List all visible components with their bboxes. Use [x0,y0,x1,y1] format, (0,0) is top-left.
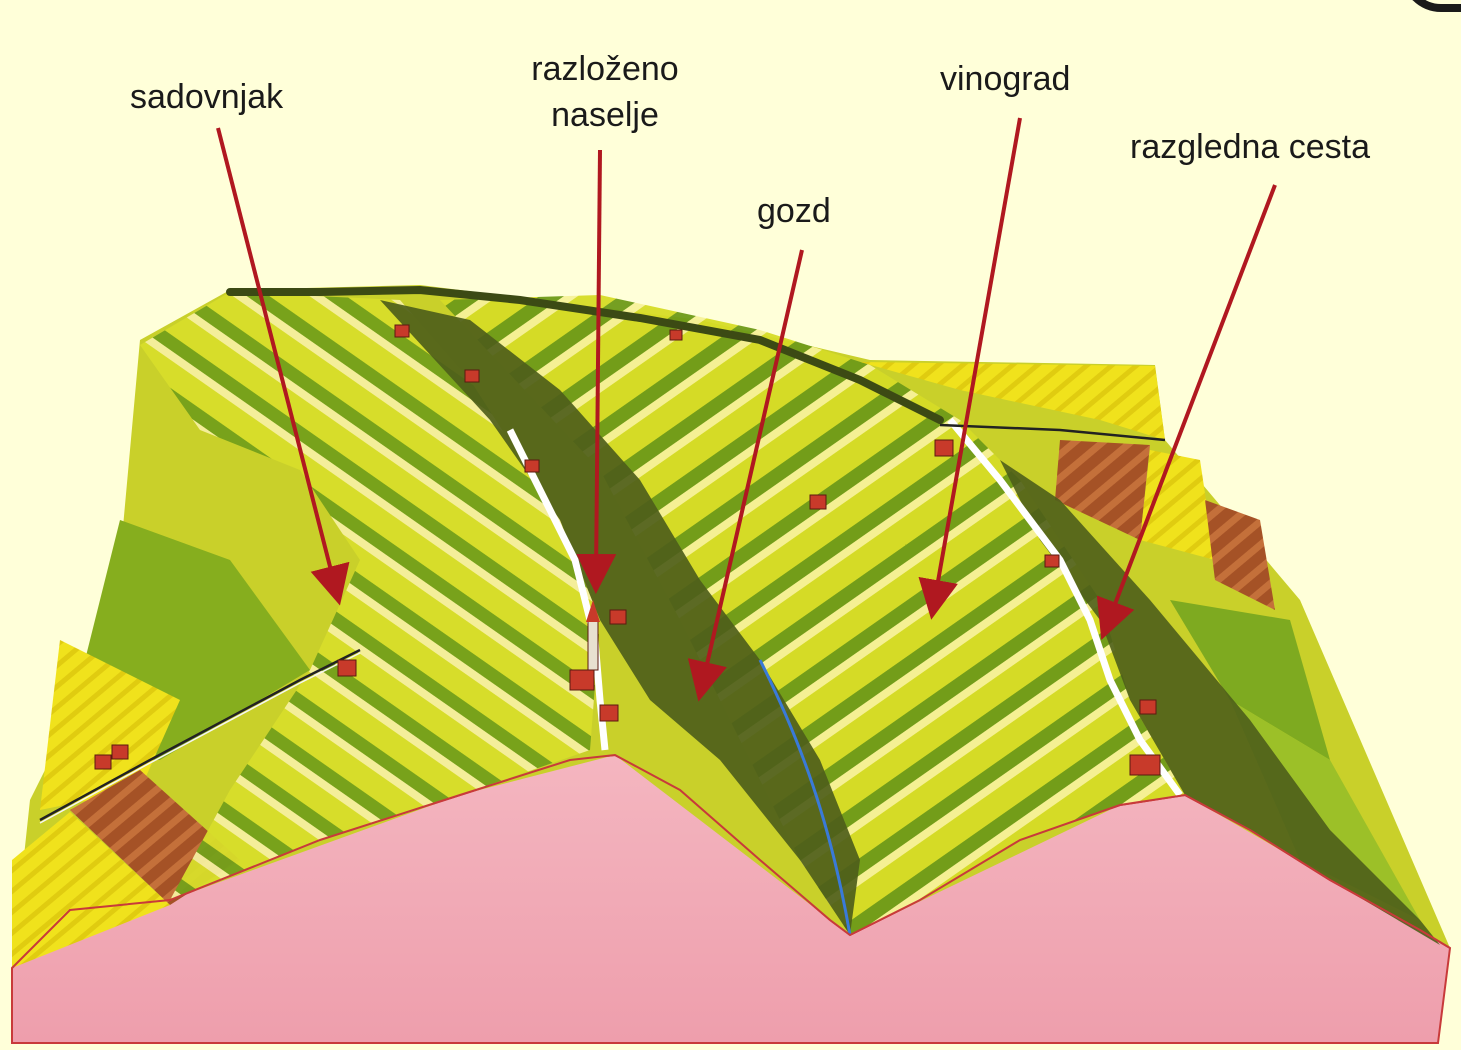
label-razgledna-cesta: razgledna cesta [1130,124,1370,170]
label-razlozeno-line1: razloženo [500,46,710,92]
label-vinograd: vinograd [940,56,1070,102]
label-razlozeno-naselje: razloženo naselje [500,46,710,138]
label-gozd: gozd [757,188,831,234]
label-razlozeno-line2: naselje [500,92,710,138]
label-sadovnjak: sadovnjak [130,74,283,120]
church-tower [588,620,598,670]
